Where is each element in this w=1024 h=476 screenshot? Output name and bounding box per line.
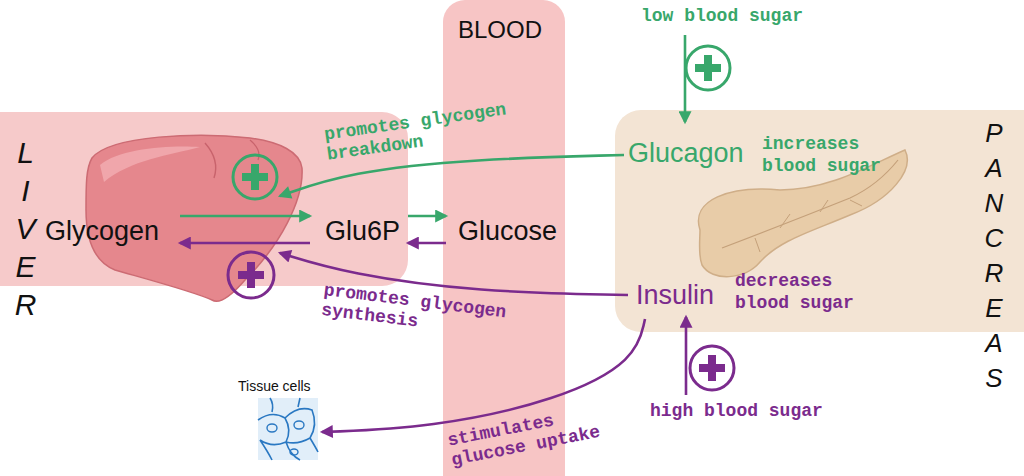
plus-bar: [251, 164, 259, 190]
hormone-effect: decreases blood sugar: [735, 271, 870, 314]
band-title: BLOOD: [458, 16, 542, 44]
cell-outline: [258, 398, 318, 460]
tissue-label: Tissue cells: [238, 378, 311, 394]
cell-nucleus: [294, 421, 304, 429]
liver-fissure: [205, 143, 216, 178]
hormone-effect: increases blood sugar: [762, 134, 897, 177]
molecule-node: Glycogen: [40, 212, 180, 252]
stimulus-node: low blood sugar: [636, 4, 816, 32]
tissue-background: [258, 398, 318, 460]
regulation-arrow: [180, 242, 310, 245]
hormone-name: Insulin: [636, 280, 714, 311]
plus-symbol: [690, 346, 734, 390]
hormone-node: Glucagon increases blood sugar: [624, 122, 909, 178]
molecule-node: Glucose: [446, 212, 560, 252]
organ-name: LIVER: [10, 136, 40, 326]
regulation-arrow: [180, 215, 310, 218]
hormone-name: Glucagon: [628, 138, 744, 169]
blood-band: BLOOD Glucose: [443, 0, 565, 476]
molecule-node: Glu6P: [310, 212, 408, 252]
liver-fissure: [250, 140, 259, 160]
hormone-node: Insulin decreases blood sugar: [628, 272, 888, 317]
regulation-arrow: [684, 35, 687, 122]
plus-circle: [686, 46, 730, 90]
regulation-arrow: [408, 242, 446, 245]
plus-symbol: [233, 155, 277, 199]
molecule-name: Glycogen: [45, 216, 159, 247]
stimulus-label: low blood sugar: [641, 6, 803, 27]
plus-circle: [233, 155, 277, 199]
stimulus-node: high blood sugar: [644, 398, 854, 426]
plus-bar: [708, 355, 716, 381]
plus-bar: [704, 55, 712, 81]
stimulus-label: high blood sugar: [650, 401, 823, 422]
tissue-cells-icon: [258, 398, 318, 460]
cell-nucleus: [290, 449, 298, 455]
plus-symbol: [686, 46, 730, 90]
organ-name: PANCREAS: [981, 118, 1007, 398]
regulation-arrow: [685, 317, 688, 395]
regulation-arrow: [408, 215, 446, 218]
liver-highlight: [100, 146, 200, 182]
molecule-name: Glucose: [458, 216, 557, 247]
cell-nucleus: [267, 424, 277, 432]
molecule-name: Glu6P: [325, 216, 400, 247]
plus-bar: [247, 262, 255, 288]
plus-circle: [690, 346, 734, 390]
